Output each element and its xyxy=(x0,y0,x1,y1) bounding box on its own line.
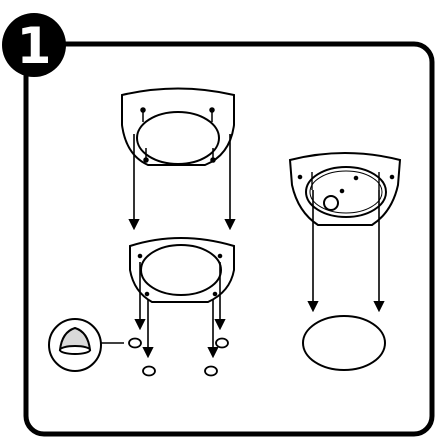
cap-nut-icon xyxy=(216,339,228,348)
cap-nut-icon xyxy=(143,367,155,376)
step-badge: 1 xyxy=(2,13,66,77)
step-number: 1 xyxy=(17,17,52,75)
glass-diffuser xyxy=(303,316,385,370)
cap-nut-icon xyxy=(129,339,141,348)
fixture-base-top xyxy=(122,89,234,166)
fixture-base-lower xyxy=(130,238,234,302)
fixture-base-right xyxy=(290,153,400,225)
cap-nut-icon xyxy=(205,367,217,376)
